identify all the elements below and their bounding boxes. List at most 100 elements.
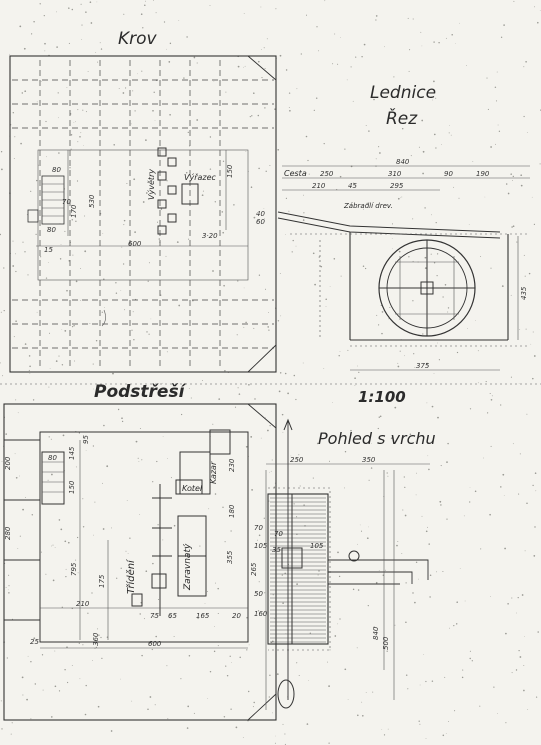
noise-speck: [236, 334, 238, 336]
noise-speck: [368, 479, 370, 481]
noise-speck: [153, 91, 155, 94]
noise-speck: [166, 180, 168, 182]
top-view-hatch: [270, 497, 326, 643]
noise-speck: [484, 196, 486, 198]
noise-speck: [20, 142, 22, 145]
noise-speck: [270, 470, 272, 472]
noise-speck: [266, 38, 268, 40]
noise-speck: [425, 680, 427, 683]
noise-speck: [92, 363, 94, 365]
noise-speck: [412, 18, 414, 20]
noise-speck: [469, 408, 472, 410]
noise-speck: [296, 662, 298, 664]
noise-speck: [491, 395, 493, 397]
noise-speck: [296, 583, 298, 585]
noise-speck: [81, 39, 83, 40]
noise-speck: [28, 369, 30, 371]
noise-speck: [245, 321, 247, 324]
noise-speck: [477, 382, 479, 384]
noise-speck: [92, 660, 93, 661]
dim-sec-250: 250: [320, 170, 334, 178]
noise-speck: [385, 569, 387, 571]
dim-attic-230: 230: [228, 458, 236, 472]
noise-speck: [490, 267, 492, 269]
noise-speck: [80, 3, 82, 5]
noise-speck: [62, 434, 65, 437]
noise-speck: [257, 114, 260, 117]
noise-speck: [24, 251, 26, 253]
attic-inner-frame: [39, 431, 249, 643]
noise-speck: [277, 148, 280, 151]
noise-speck: [325, 306, 327, 307]
noise-speck: [511, 226, 513, 228]
top-view-panel: [267, 493, 329, 645]
noise-speck: [375, 158, 377, 160]
noise-speck: [469, 657, 471, 660]
noise-speck: [36, 311, 38, 313]
noise-speck: [12, 240, 14, 242]
dim-plan-35: 35: [272, 546, 281, 554]
noise-speck: [98, 634, 100, 636]
noise-speck: [338, 355, 340, 357]
noise-speck: [14, 136, 16, 138]
noise-speck: [237, 387, 239, 389]
noise-speck: [77, 109, 79, 111]
noise-speck: [408, 256, 410, 258]
noise-speck: [373, 98, 375, 101]
noise-speck: [456, 351, 459, 354]
noise-speck: [427, 455, 429, 457]
noise-speck: [245, 151, 247, 152]
noise-speck: [405, 621, 407, 624]
noise-speck: [253, 701, 255, 704]
noise-speck: [378, 324, 380, 326]
noise-speck: [204, 603, 206, 605]
noise-speck: [472, 161, 474, 162]
noise-speck: [234, 406, 237, 408]
noise-speck: [54, 685, 57, 688]
section-roof-slab: [277, 211, 501, 233]
noise-speck: [333, 258, 336, 260]
noise-speck: [516, 612, 517, 614]
noise-speck: [338, 575, 341, 578]
noise-speck: [50, 716, 53, 718]
noise-speck: [324, 0, 326, 2]
noise-speck: [510, 294, 512, 296]
dim-attic-175: 175: [98, 574, 106, 588]
noise-speck: [414, 441, 416, 443]
dim-attic-25: 25: [30, 638, 39, 646]
noise-speck: [381, 729, 383, 730]
noise-speck: [275, 8, 277, 10]
noise-speck: [197, 617, 199, 620]
dim-attic-180: 180: [228, 504, 236, 518]
noise-speck: [378, 146, 380, 148]
noise-speck: [380, 304, 382, 307]
noise-speck: [38, 164, 39, 166]
noise-speck: [352, 100, 354, 102]
noise-speck: [462, 669, 464, 671]
noise-speck: [415, 494, 417, 496]
noise-speck: [27, 274, 29, 276]
noise-speck: [9, 53, 10, 55]
noise-speck: [169, 113, 171, 116]
noise-speck: [412, 592, 414, 594]
noise-speck: [533, 355, 536, 357]
noise-speck: [537, 631, 539, 633]
noise-speck: [404, 486, 406, 489]
noise-speck: [155, 12, 157, 14]
noise-speck: [167, 458, 168, 459]
noise-speck: [66, 289, 68, 292]
noise-speck: [29, 365, 31, 368]
noise-speck: [288, 92, 291, 94]
noise-speck: [24, 90, 27, 93]
noise-speck: [201, 194, 204, 197]
noise-speck: [295, 245, 297, 247]
noise-speck: [396, 544, 398, 547]
noise-speck: [433, 133, 436, 136]
noise-speck: [258, 534, 261, 537]
noise-speck: [153, 615, 155, 618]
noise-speck: [31, 514, 34, 516]
noise-speck: [138, 461, 140, 462]
title-lednice: Lednice: [370, 83, 436, 103]
noise-speck: [69, 167, 71, 169]
noise-speck: [436, 253, 439, 255]
